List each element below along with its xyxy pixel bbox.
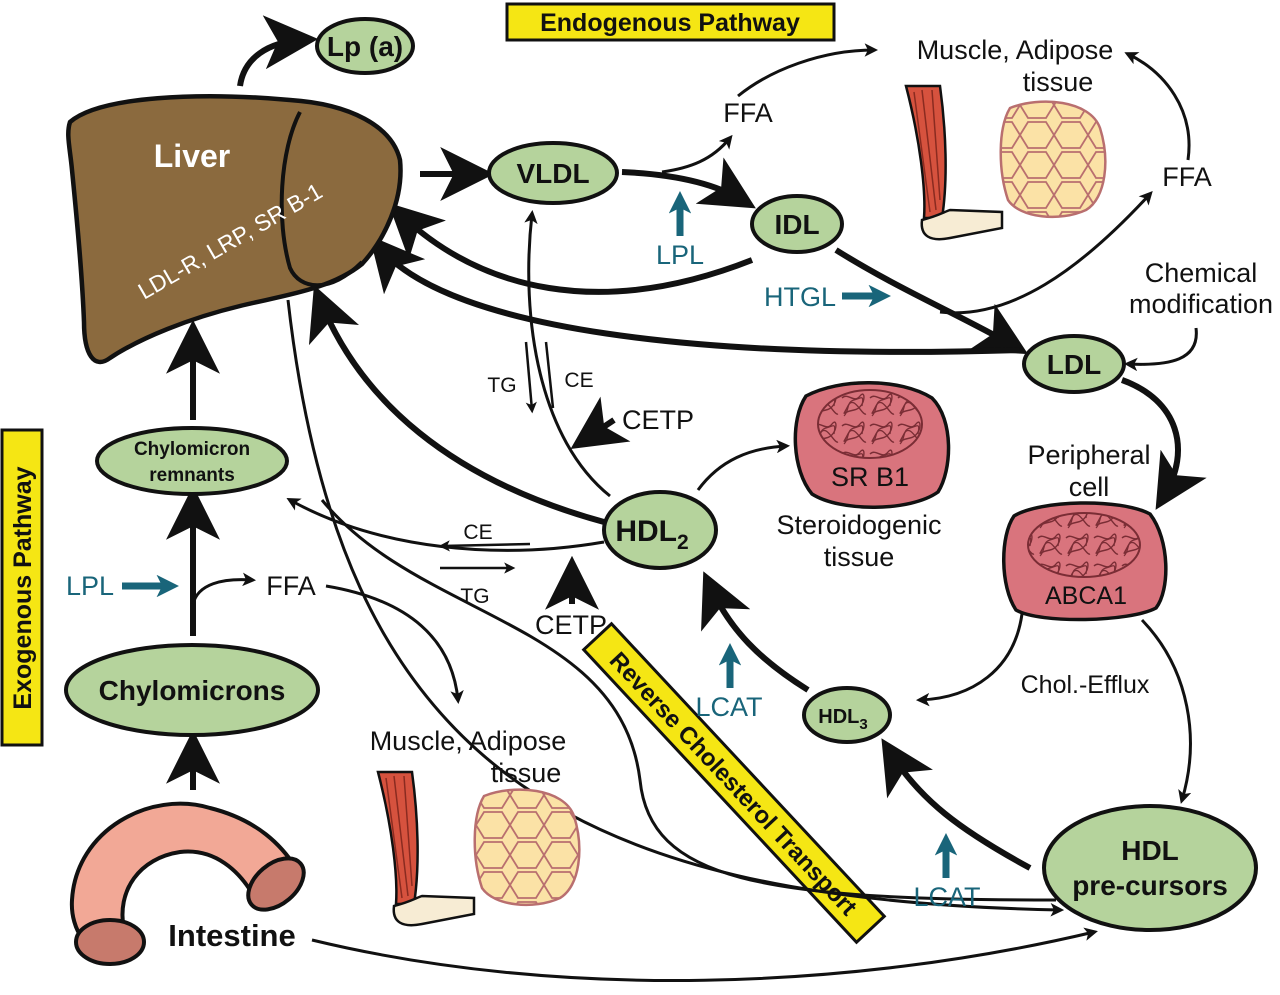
endogenous-pathway-label: Endogenous Pathway (540, 9, 800, 37)
ffa-right-label: FFA (1162, 162, 1212, 192)
ce-upper-label: CE (564, 369, 593, 392)
arrow-icon (320, 499, 1057, 902)
muscle-top-line2: tissue (1023, 67, 1094, 97)
cetp-lower-label: CETP (535, 610, 607, 640)
muscle-bottom-line1: Muscle, Adipose (370, 726, 567, 756)
arrow-icon (621, 157, 756, 209)
arrow-icon (915, 613, 1024, 707)
tg-lower-label: TG (460, 585, 489, 608)
arrow-icon (1123, 327, 1198, 372)
arrow-icon (1140, 618, 1192, 804)
abca1-label: ABCA1 (1045, 582, 1127, 610)
hdl2-node: HDL2 (602, 490, 718, 570)
cetp-upper-label: CETP (622, 405, 694, 435)
vldl-node: VLDL (487, 141, 619, 205)
hdl3-node: HDL3 (802, 686, 892, 744)
exogenous-pathway-label: Exogenous Pathway (9, 466, 37, 709)
ldl-node: LDL (1022, 334, 1126, 394)
arrow-icon (325, 584, 464, 705)
intestine: Intestine (69, 801, 306, 966)
arrow-icon (524, 341, 537, 414)
vldl-label: VLDL (516, 158, 589, 189)
enzyme-labels: LPL HTGL LPL LCAT LCAT (66, 240, 981, 912)
lp-a-node: Lp (a) (315, 17, 415, 75)
muscle-icon (376, 770, 476, 927)
arrow-icon (311, 927, 1098, 982)
endogenous-pathway-banner: Endogenous Pathway (505, 2, 836, 42)
chem-line1: Chemical (1145, 258, 1258, 288)
chylomicrons-node: Chylomicrons (64, 643, 320, 737)
arrow-icon (1120, 377, 1207, 510)
lcat-lower-label: LCAT (913, 882, 980, 912)
adipose-icon (999, 100, 1107, 219)
arrow-icon (737, 43, 879, 98)
muscle-icon (904, 84, 1004, 241)
lcat-upper-label: LCAT (695, 692, 762, 722)
htgl-label: HTGL (764, 282, 836, 312)
arrow-icon (1124, 52, 1191, 161)
chem-line2: modification (1129, 289, 1273, 319)
arrow-icon (286, 299, 1065, 917)
ffa-top-label: FFA (723, 98, 773, 128)
arrow-icon (939, 191, 1153, 315)
lpl-left-label: LPL (66, 571, 114, 601)
arrow-icon (881, 738, 1032, 871)
chol-efflux-label: Chol.-Efflux (1021, 671, 1150, 699)
text-labels: FFA FFA FFA Muscle, Adipose tissue Muscl… (266, 35, 1273, 788)
arrow-icon (308, 284, 605, 525)
srb1-cell: SR B1 (793, 381, 951, 509)
liver-label: Liver (154, 138, 230, 174)
arrow-icon (696, 439, 791, 491)
arrow-icon (237, 15, 319, 87)
hdl-precursors-node: HDL pre-cursors (1042, 804, 1258, 932)
hdl-precursors-line1: HDL (1121, 835, 1179, 866)
ce-lower-label: CE (463, 521, 492, 544)
arrow-icon (388, 202, 754, 295)
chylomicrons-label: Chylomicrons (99, 675, 286, 706)
arrow-icon (701, 571, 810, 693)
pathway-arrows (166, 15, 1207, 982)
arrow-icon (191, 572, 257, 605)
enzyme-arrows (122, 191, 958, 878)
steroid-line1: Steroidogenic (776, 510, 941, 540)
arrow-icon (524, 209, 611, 498)
intestine-label: Intestine (168, 918, 295, 953)
hdl3-label: HDL3 (818, 706, 867, 733)
idl-label: IDL (774, 209, 819, 240)
exogenous-pathway-banner: Exogenous Pathway (0, 428, 44, 747)
liver: Liver LDL-R, LRP, SR B-1 (66, 94, 403, 365)
peripheral-line2: cell (1069, 472, 1110, 502)
ldl-label: LDL (1047, 349, 1101, 380)
lpl-top-label: LPL (656, 240, 704, 270)
remnants-line1: Chylomicron (134, 439, 250, 460)
muscle-top-line1: Muscle, Adipose (917, 35, 1114, 65)
idl-node: IDL (750, 194, 844, 254)
arrow-icon (544, 341, 555, 409)
adipose-icon (473, 788, 581, 907)
srb1-label: SR B1 (831, 462, 909, 492)
remnants-line2: remnants (149, 465, 235, 486)
ffa-left-label: FFA (266, 571, 316, 601)
chylomicron-remnants-node: Chylomicron remnants (95, 426, 289, 496)
reverse-cholesterol-transport-label: Reverse Cholesterol Transport (604, 647, 862, 921)
hdl-precursors-line2: pre-cursors (1072, 870, 1228, 901)
arrow-icon (661, 134, 733, 174)
arrow-icon (570, 396, 631, 449)
arrow-icon (834, 247, 1029, 355)
muscle-bottom-line2: tissue (491, 758, 562, 788)
peripheral-cell: ABCA1 (1002, 501, 1168, 622)
hdl2-label: HDL2 (615, 515, 688, 554)
tg-upper-label: TG (487, 374, 516, 397)
peripheral-line1: Peripheral (1027, 440, 1150, 470)
arrow-icon (438, 540, 531, 552)
steroid-line2: tissue (824, 542, 895, 572)
lp-a-label: Lp (a) (327, 31, 403, 62)
arrow-icon (369, 235, 1021, 355)
